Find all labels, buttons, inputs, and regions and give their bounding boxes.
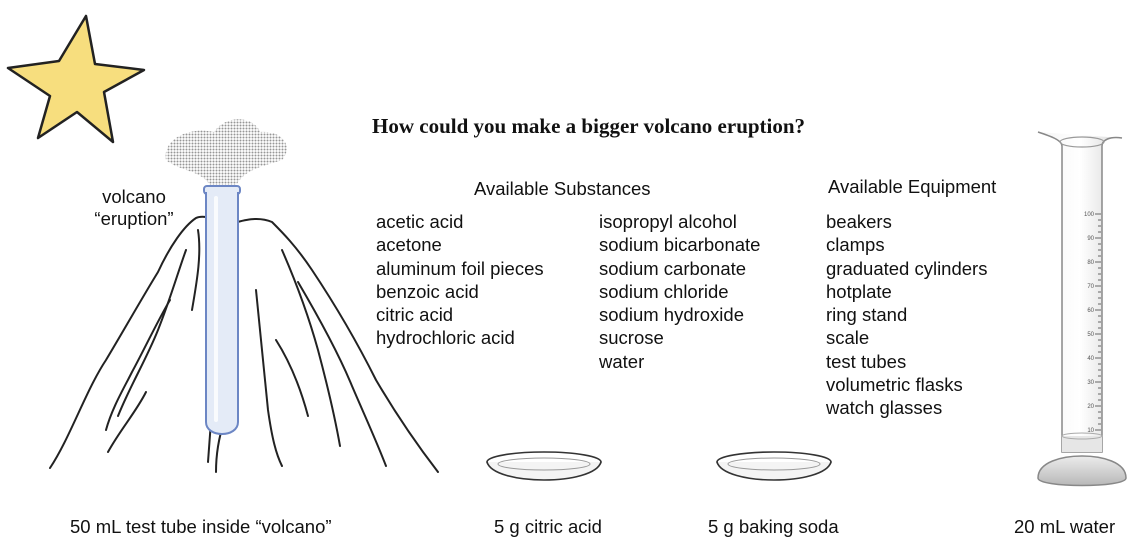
equipment-list: beakers clamps graduated cylinders hotpl… xyxy=(826,210,987,420)
volcano-caption: 50 mL test tube inside “volcano” xyxy=(70,516,332,537)
watch-glass-citric-acid xyxy=(486,451,602,481)
list-item: sodium bicarbonate xyxy=(599,234,761,256)
substances-header: Available Substances xyxy=(474,178,651,199)
citric-acid-caption: 5 g citric acid xyxy=(494,516,602,537)
question-heading: How could you make a bigger volcano erup… xyxy=(372,114,806,138)
scale-label: 100 xyxy=(1084,212,1095,218)
list-item: beakers xyxy=(826,211,892,232)
scale-label: 30 xyxy=(1087,380,1094,386)
substances-list-1: acetic acid acetone aluminum foil pieces… xyxy=(376,210,544,350)
volcano-label-line2: “eruption” xyxy=(94,208,174,229)
eruption-cloud xyxy=(165,119,287,190)
water-caption: 20 mL water xyxy=(1014,516,1116,537)
scale-label: 90 xyxy=(1087,236,1094,242)
list-item: watch glasses xyxy=(826,397,943,419)
list-item: acetic acid xyxy=(376,211,464,232)
substances-list-2: isopropyl alcohol sodium bicarbonate sod… xyxy=(599,210,760,373)
list-item: clamps xyxy=(826,234,885,256)
list-item: test tubes xyxy=(826,350,907,372)
scale-label: 60 xyxy=(1087,308,1094,314)
list-item: sodium hydroxide xyxy=(599,304,744,326)
scale-label: 70 xyxy=(1087,284,1094,290)
list-item: acetone xyxy=(376,234,442,256)
equipment-header: Available Equipment xyxy=(828,176,997,197)
list-item: aluminum foil pieces xyxy=(376,257,544,279)
star-icon xyxy=(6,14,146,144)
volcano-label-line1: volcano xyxy=(102,186,166,207)
scale-label: 40 xyxy=(1087,356,1094,362)
scale-label: 80 xyxy=(1087,260,1094,266)
list-item: scale xyxy=(826,327,870,349)
list-item: volumetric flasks xyxy=(826,374,963,396)
scale-label: 20 xyxy=(1087,404,1094,410)
list-item: sucrose xyxy=(599,327,664,349)
list-item: hotplate xyxy=(826,280,892,302)
test-tube xyxy=(203,185,241,435)
list-item: isopropyl alcohol xyxy=(599,211,737,232)
list-item: ring stand xyxy=(826,304,908,326)
list-item: benzoic acid xyxy=(376,280,479,302)
watch-glass-baking-soda xyxy=(716,451,832,481)
list-item: water xyxy=(599,350,645,372)
scale-label: 50 xyxy=(1087,332,1094,338)
baking-soda-caption: 5 g baking soda xyxy=(708,516,839,537)
list-item: hydrochloric acid xyxy=(376,327,515,349)
list-item: graduated cylinders xyxy=(826,257,988,279)
graduated-cylinder: 100 90 80 70 60 50 40 30 20 10 xyxy=(1037,131,1127,487)
list-item: citric acid xyxy=(376,304,454,326)
list-item: sodium chloride xyxy=(599,280,729,302)
scale-label: 10 xyxy=(1087,428,1094,434)
volcano-eruption-label: volcano “eruption” xyxy=(64,186,204,230)
list-item: sodium carbonate xyxy=(599,257,747,279)
